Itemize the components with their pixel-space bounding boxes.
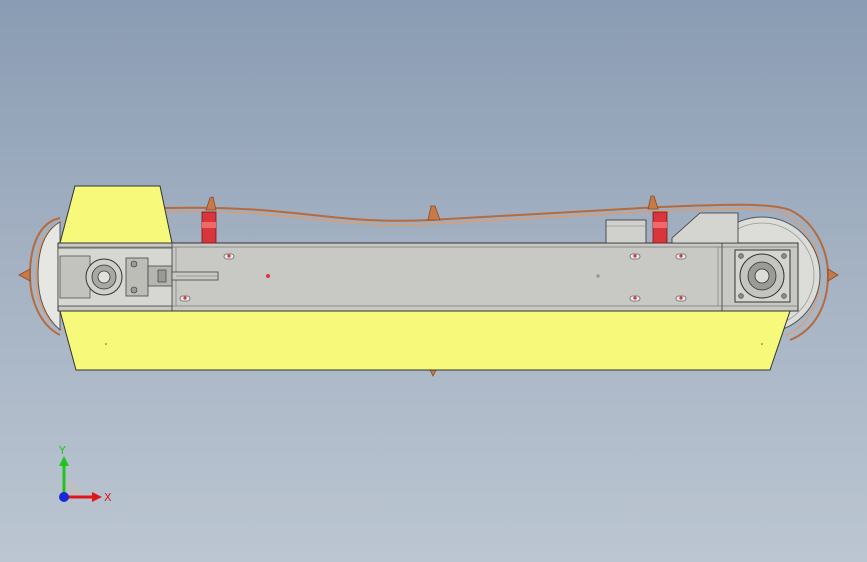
belt-cleats [18, 195, 839, 377]
y-axis-label: Y [58, 444, 66, 457]
drive-motor [734, 249, 791, 303]
coordinate-triad: Y X [58, 444, 112, 504]
triad-xy-plane [64, 480, 82, 497]
left-pulley-guard [37, 221, 61, 332]
frame-holes [183, 254, 683, 300]
bottom-guard [59, 310, 791, 371]
top-guard-left [59, 185, 173, 244]
belt-clamps [201, 211, 668, 244]
z-axis-origin [59, 492, 69, 502]
x-axis-label: X [104, 491, 112, 504]
tensioner-assembly [57, 247, 219, 307]
upper-right-housing [605, 212, 739, 244]
